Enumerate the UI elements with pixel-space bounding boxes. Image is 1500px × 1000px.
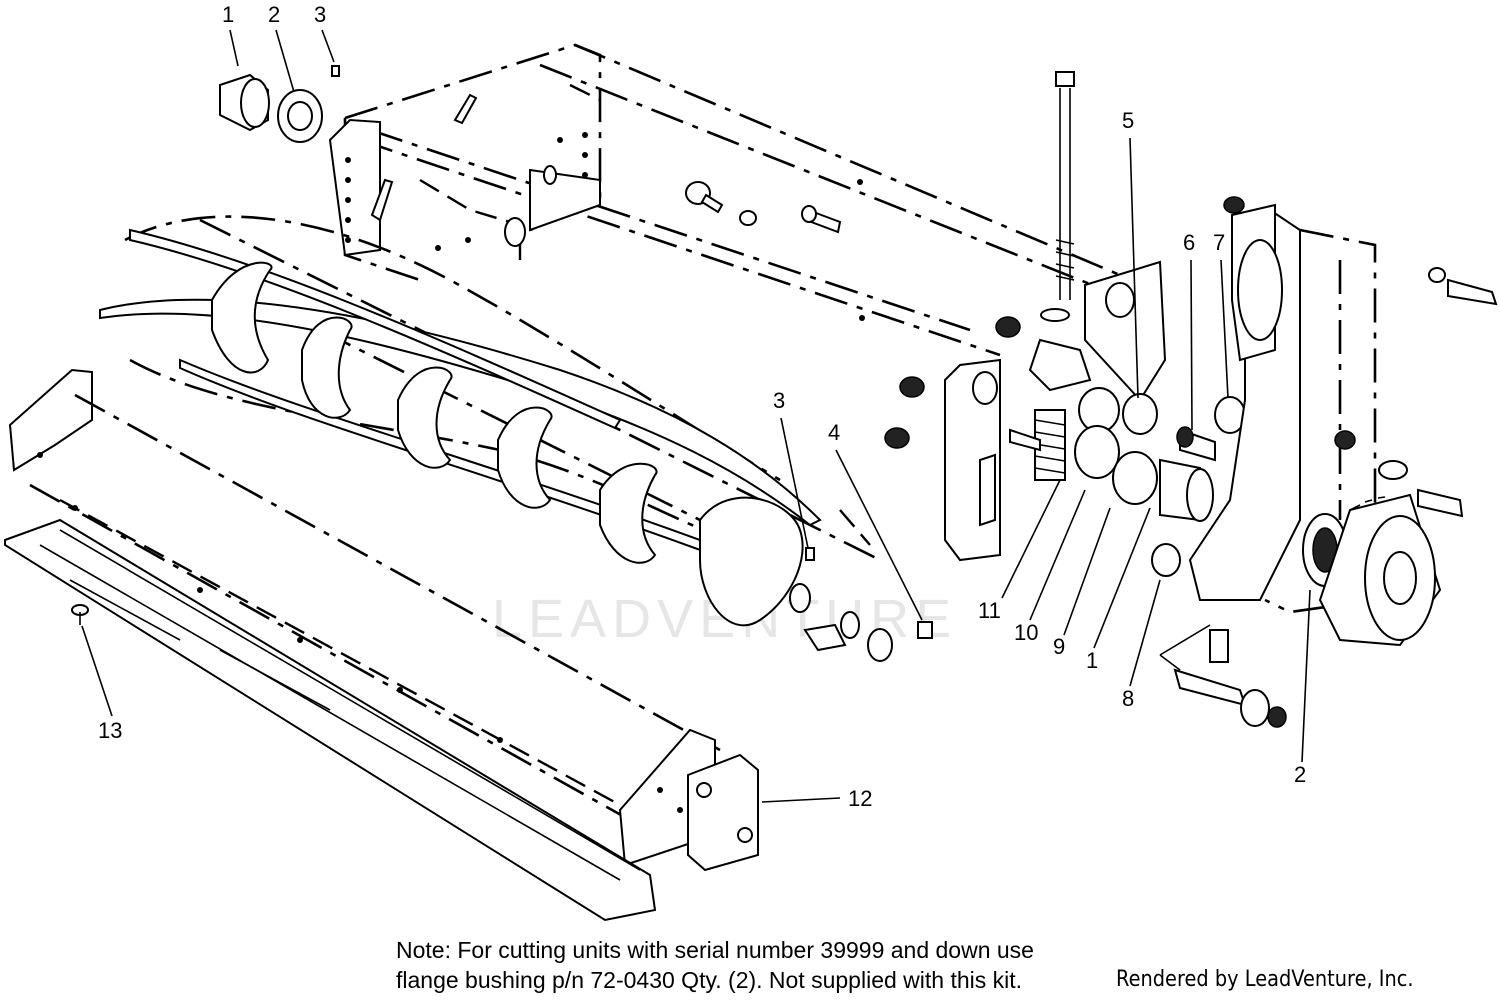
callout-5: 5 [1122, 108, 1134, 133]
callout-8: 8 [1122, 686, 1134, 711]
bearing-set-top [219, 73, 323, 143]
screw-13 [71, 604, 89, 625]
callout-12: 12 [848, 786, 872, 811]
side-plate-right [944, 260, 1246, 577]
callout-2-right: 2 [1294, 762, 1306, 787]
bearing-housing [1188, 196, 1498, 614]
callout-4: 4 [828, 420, 840, 445]
adjuster-bolt [1028, 71, 1092, 481]
callout-13: 13 [98, 718, 122, 743]
callouts: 1 2 3 5 6 7 3 4 11 10 9 1 8 13 12 2 [81, 2, 1311, 811]
bedbar [8, 368, 721, 867]
callout-3-mid: 3 [773, 388, 785, 413]
note-line-1: Note: For cutting units with serial numb… [396, 937, 1034, 963]
reel-blade-disks [211, 261, 804, 627]
bedknife [4, 518, 657, 922]
callout-3-top: 3 [314, 2, 326, 27]
reel-assembly [99, 65, 933, 662]
tension-parts [1159, 624, 1287, 728]
callout-1-mid: 1 [1086, 648, 1098, 673]
callout-2-top: 2 [268, 2, 280, 27]
callout-6: 6 [1183, 230, 1195, 255]
callout-7: 7 [1213, 230, 1225, 255]
credit-text: Rendered by LeadVenture, Inc. [1116, 967, 1414, 992]
drive-gear [1318, 493, 1442, 647]
callout-9: 9 [1053, 634, 1065, 659]
callout-1-top: 1 [222, 2, 234, 27]
callout-11: 11 [978, 598, 1001, 623]
reel-frame [328, 43, 1131, 357]
callout-10: 10 [1014, 620, 1038, 645]
note-line-2: flange bushing p/n 72-0430 Qty. (2). Not… [396, 967, 1023, 993]
frame-hardware [685, 181, 1041, 452]
cover-plate-12 [687, 753, 759, 872]
